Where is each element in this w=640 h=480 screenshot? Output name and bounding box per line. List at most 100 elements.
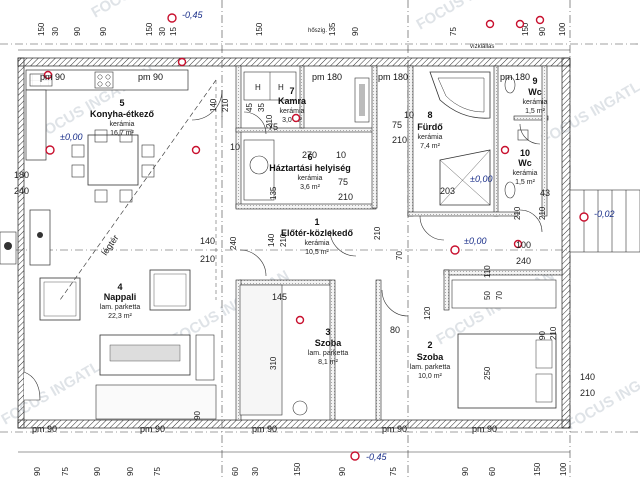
room-number: 9 <box>532 76 537 86</box>
dim-label: 180 <box>14 170 29 180</box>
room-area: 8,1 m² <box>318 359 339 366</box>
bedroom-furniture <box>239 279 557 416</box>
washing-machine-icon <box>243 139 275 201</box>
level-marker-icon <box>500 145 510 155</box>
dim-label: 75 <box>338 177 348 187</box>
dim-label: 90 <box>461 467 470 476</box>
kitchen-area <box>25 69 189 266</box>
toilet-icon <box>504 181 516 199</box>
watermark: FOCUS INGATLAN <box>539 67 640 148</box>
room-area: 1,5 m² <box>525 108 546 115</box>
room-number: 5 <box>119 98 124 108</box>
dim-label: 140 <box>580 372 595 382</box>
dim-label: 310 <box>269 356 278 370</box>
watermark: FOCUS INGATLAN <box>414 0 538 33</box>
dim-label: 90 <box>538 331 547 340</box>
level-label: ±0,00 <box>470 174 492 184</box>
dim-label: 240 <box>14 186 29 196</box>
level-label: -0,02 <box>594 209 615 219</box>
room-number: 3 <box>325 327 330 337</box>
dim-label: 100 <box>559 462 568 476</box>
dim-label: 270 <box>302 150 317 160</box>
level-marker-icon <box>350 451 360 461</box>
room-name: Fürdő <box>417 122 443 132</box>
parapet-label: pm 180 <box>500 72 530 82</box>
dim-label: 75 <box>389 467 398 476</box>
room-name: Wc <box>518 158 532 168</box>
room-number: 1 <box>314 217 319 227</box>
dim-label: 210 <box>221 98 230 112</box>
dim-label: 150 <box>255 22 264 36</box>
dim-label: 90 <box>99 27 108 36</box>
water-outlet-label: vízkiállás <box>470 44 494 50</box>
dim-label: 90 <box>538 27 547 36</box>
parapet-label: pm 180 <box>312 72 342 82</box>
dim-label: 240 <box>229 236 238 250</box>
top-dimension-line: 150 30 90 90 150 30 15 150 135 90 75 150… <box>18 22 570 51</box>
level-marker-icon <box>191 145 201 155</box>
dim-label: 60 <box>488 467 497 476</box>
level-marker-icon <box>295 315 305 325</box>
level-label: ±0,00 <box>60 132 82 142</box>
level-marker-icon <box>43 70 53 80</box>
parapet-label: pm 180 <box>378 72 408 82</box>
dim-label: 70 <box>495 291 504 300</box>
dim-label: 140 <box>200 236 215 246</box>
room-number: 8 <box>427 110 432 120</box>
level-marker-icon <box>167 13 177 23</box>
dim-label: 90 <box>351 27 360 36</box>
armchair-icon <box>39 277 81 321</box>
room-floor: kerámia <box>513 170 538 177</box>
toilet-icon <box>504 76 516 94</box>
dim-label: 210 <box>338 192 353 202</box>
level-label: ±0,00 <box>464 236 486 246</box>
dim-label: 210 <box>200 254 215 264</box>
armchair-icon <box>149 269 191 311</box>
room-floor: kerámia <box>298 175 323 182</box>
wardrobe-icon <box>451 279 557 309</box>
room-floor: lam. parketta <box>308 350 349 357</box>
room-floor: lam. parketta <box>100 304 141 311</box>
dim-label: 140 <box>209 98 218 112</box>
dim-label: 140 <box>267 233 276 247</box>
dim-label: 80 <box>390 325 400 335</box>
legter-label: légtér <box>99 233 120 257</box>
bathtub-icon <box>429 71 491 119</box>
dim-label: 210 <box>538 206 547 220</box>
dim-label: 145 <box>272 292 287 302</box>
dim-label: 150 <box>533 462 542 476</box>
parapet-label: pm 90 <box>138 72 163 82</box>
dim-label: 210 <box>580 388 595 398</box>
dim-label: 210 <box>265 114 274 128</box>
dim-label: 120 <box>423 306 432 320</box>
dim-label: 210 <box>549 326 558 340</box>
entrance-steps <box>569 189 640 253</box>
dim-label: 10 <box>336 150 346 160</box>
level-marker-icon <box>485 19 495 29</box>
room-number: 4 <box>117 282 122 292</box>
room-area: 3,0 m² <box>282 117 303 124</box>
wall-dimensions: 140 210 180 240 100 240 270 75 210 75 21… <box>14 98 595 420</box>
dim-label: 10 <box>404 110 414 120</box>
level-marker-icon <box>579 212 589 222</box>
dim-label: 60 <box>231 467 240 476</box>
dim-label: 90 <box>93 467 102 476</box>
room-labels: 5 Konyha-étkező kerámia 16,7 m² 7 Kamra … <box>90 76 548 380</box>
parapet-label: pm 90 <box>32 424 57 434</box>
level-marker-icon <box>515 19 525 29</box>
parapet-label: pm 90 <box>472 424 497 434</box>
level-marker-icon <box>513 239 523 249</box>
dim-label: 150 <box>293 462 302 476</box>
insulation-label: hőszig. <box>308 28 327 34</box>
parapet-label: pm 90 <box>252 424 277 434</box>
level-marker-icon <box>177 57 187 67</box>
svg-text:H: H <box>278 83 284 92</box>
room-name: Előtér-közlekedő <box>281 228 354 238</box>
dim-label: 90 <box>338 467 347 476</box>
dim-label: 15 <box>169 27 178 36</box>
dim-label: 210 <box>373 226 382 240</box>
level-marker-icon <box>45 145 55 155</box>
dim-label: 90 <box>126 467 135 476</box>
dim-label: 75 <box>61 467 70 476</box>
